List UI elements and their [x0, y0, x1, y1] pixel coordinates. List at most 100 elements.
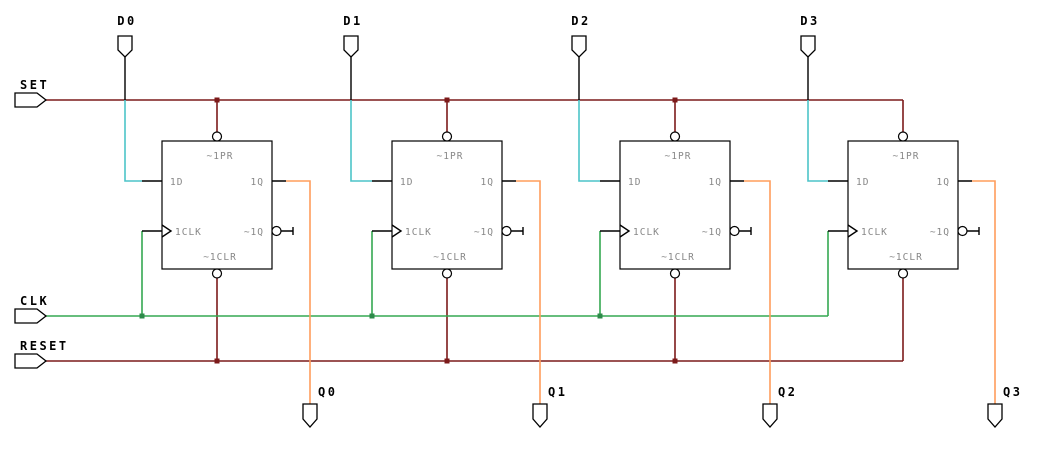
port-clk[interactable] — [14, 308, 48, 324]
clock-triangle-icon — [847, 224, 859, 238]
clk-net — [46, 231, 829, 317]
port-d3[interactable] — [800, 35, 816, 58]
pin-label-pr: ~1PR — [437, 151, 464, 162]
port-d2[interactable] — [571, 35, 587, 58]
q3-wire — [972, 180, 996, 404]
label-q2: Q2 — [778, 385, 797, 399]
clear-bubble-icon — [211, 268, 223, 279]
qbar-bubble-icon — [501, 225, 512, 237]
q2-wire — [744, 180, 771, 404]
clk-net-junctions — [139, 313, 603, 319]
label-set: SET — [20, 78, 49, 92]
label-q0: Q0 — [318, 385, 337, 399]
pin-label-clk: 1CLK — [405, 227, 432, 238]
label-clk: CLK — [20, 294, 49, 308]
clock-triangle-icon — [161, 224, 173, 238]
label-d2: D2 — [571, 14, 590, 28]
junction-dot — [672, 358, 678, 364]
d3-wire — [807, 100, 828, 182]
pin-label-q: 1Q — [481, 177, 494, 188]
pin-label-d: 1D — [170, 177, 183, 188]
label-d0: D0 — [117, 14, 136, 28]
flipflop-pin-labels: ~1PR 1D 1Q 1CLK ~1Q ~1CLR — [628, 151, 722, 263]
set-net — [46, 99, 904, 132]
flipflop-pin-stubs — [372, 180, 524, 235]
label-reset: RESET — [20, 339, 69, 353]
clear-bubble-icon — [441, 268, 453, 279]
q-output-nets — [286, 180, 996, 404]
flipflop-body[interactable] — [391, 140, 503, 270]
flipflop-0[interactable]: ~1PR 1D 1Q 1CLK ~1Q ~1CLR — [142, 131, 294, 279]
junction-dot — [369, 313, 375, 319]
clk-wire — [46, 231, 829, 317]
d-input-nets — [124, 100, 828, 182]
flipflop-3[interactable]: ~1PR 1D 1Q 1CLK ~1Q ~1CLR — [828, 131, 980, 279]
flipflop-body[interactable] — [847, 140, 959, 270]
flipflop-1[interactable]: ~1PR 1D 1Q 1CLK ~1Q ~1CLR — [372, 131, 524, 279]
reset-net — [46, 278, 904, 362]
pin-label-q: 1Q — [251, 177, 264, 188]
port-q0[interactable] — [302, 403, 318, 428]
pin-label-q: 1Q — [709, 177, 722, 188]
clear-bubble-icon — [669, 268, 681, 279]
pin-label-d: 1D — [400, 177, 413, 188]
label-q3: Q3 — [1003, 385, 1022, 399]
pin-label-q: 1Q — [937, 177, 950, 188]
preset-bubble-icon — [211, 131, 223, 142]
pin-label-clk: 1CLK — [861, 227, 888, 238]
d2-wire — [578, 100, 600, 182]
port-labels: SET CLK RESET D0 D1 D2 D3 Q0 Q1 Q2 Q3 — [20, 14, 1022, 399]
port-set[interactable] — [14, 92, 48, 108]
port-q1[interactable] — [532, 403, 548, 428]
q1-wire — [516, 180, 541, 404]
pin-label-pr: ~1PR — [665, 151, 692, 162]
label-d1: D1 — [343, 14, 362, 28]
pin-label-qbar: ~1Q — [244, 227, 264, 238]
flipflop-body[interactable] — [161, 140, 273, 270]
pin-label-clk: 1CLK — [175, 227, 202, 238]
pin-label-qbar: ~1Q — [474, 227, 494, 238]
junction-dot — [444, 97, 450, 103]
set-wire — [46, 99, 904, 132]
junction-dot — [672, 97, 678, 103]
pin-label-clr: ~1CLR — [433, 252, 467, 263]
pin-label-qbar: ~1Q — [930, 227, 950, 238]
d-pin-wires — [124, 57, 809, 100]
label-q1: Q1 — [548, 385, 567, 399]
pin-label-qbar: ~1Q — [702, 227, 722, 238]
clock-triangle-icon — [619, 224, 631, 238]
d0-wire — [124, 100, 142, 182]
preset-bubble-icon — [669, 131, 681, 142]
preset-bubble-icon — [897, 131, 909, 142]
port-q2[interactable] — [762, 403, 778, 428]
set-net-junctions — [214, 97, 678, 103]
q0-wire — [286, 180, 311, 404]
d1-wire — [350, 100, 372, 182]
label-d3: D3 — [800, 14, 819, 28]
junction-dot — [139, 313, 145, 319]
flipflop-body[interactable] — [619, 140, 731, 270]
flipflop-pin-stubs — [600, 180, 752, 235]
flipflop-2[interactable]: ~1PR 1D 1Q 1CLK ~1Q ~1CLR — [600, 131, 752, 279]
clear-bubble-icon — [897, 268, 909, 279]
flipflop-pin-labels: ~1PR 1D 1Q 1CLK ~1Q ~1CLR — [170, 151, 264, 263]
junction-dot — [214, 97, 220, 103]
pin-label-clr: ~1CLR — [203, 252, 237, 263]
port-q3[interactable] — [987, 403, 1003, 428]
junction-dot — [214, 358, 220, 364]
ports — [14, 35, 1003, 428]
pin-label-d: 1D — [856, 177, 869, 188]
pin-label-pr: ~1PR — [893, 151, 920, 162]
qbar-bubble-icon — [729, 225, 740, 237]
port-d1[interactable] — [343, 35, 359, 58]
flipflop-pin-labels: ~1PR 1D 1Q 1CLK ~1Q ~1CLR — [400, 151, 494, 263]
port-d0[interactable] — [117, 35, 133, 58]
reset-wire — [46, 278, 904, 362]
junction-dot — [444, 358, 450, 364]
flipflop-pin-stubs — [142, 180, 294, 235]
qbar-bubble-icon — [957, 225, 968, 237]
reset-net-junctions — [214, 358, 678, 364]
port-reset[interactable] — [14, 353, 48, 369]
